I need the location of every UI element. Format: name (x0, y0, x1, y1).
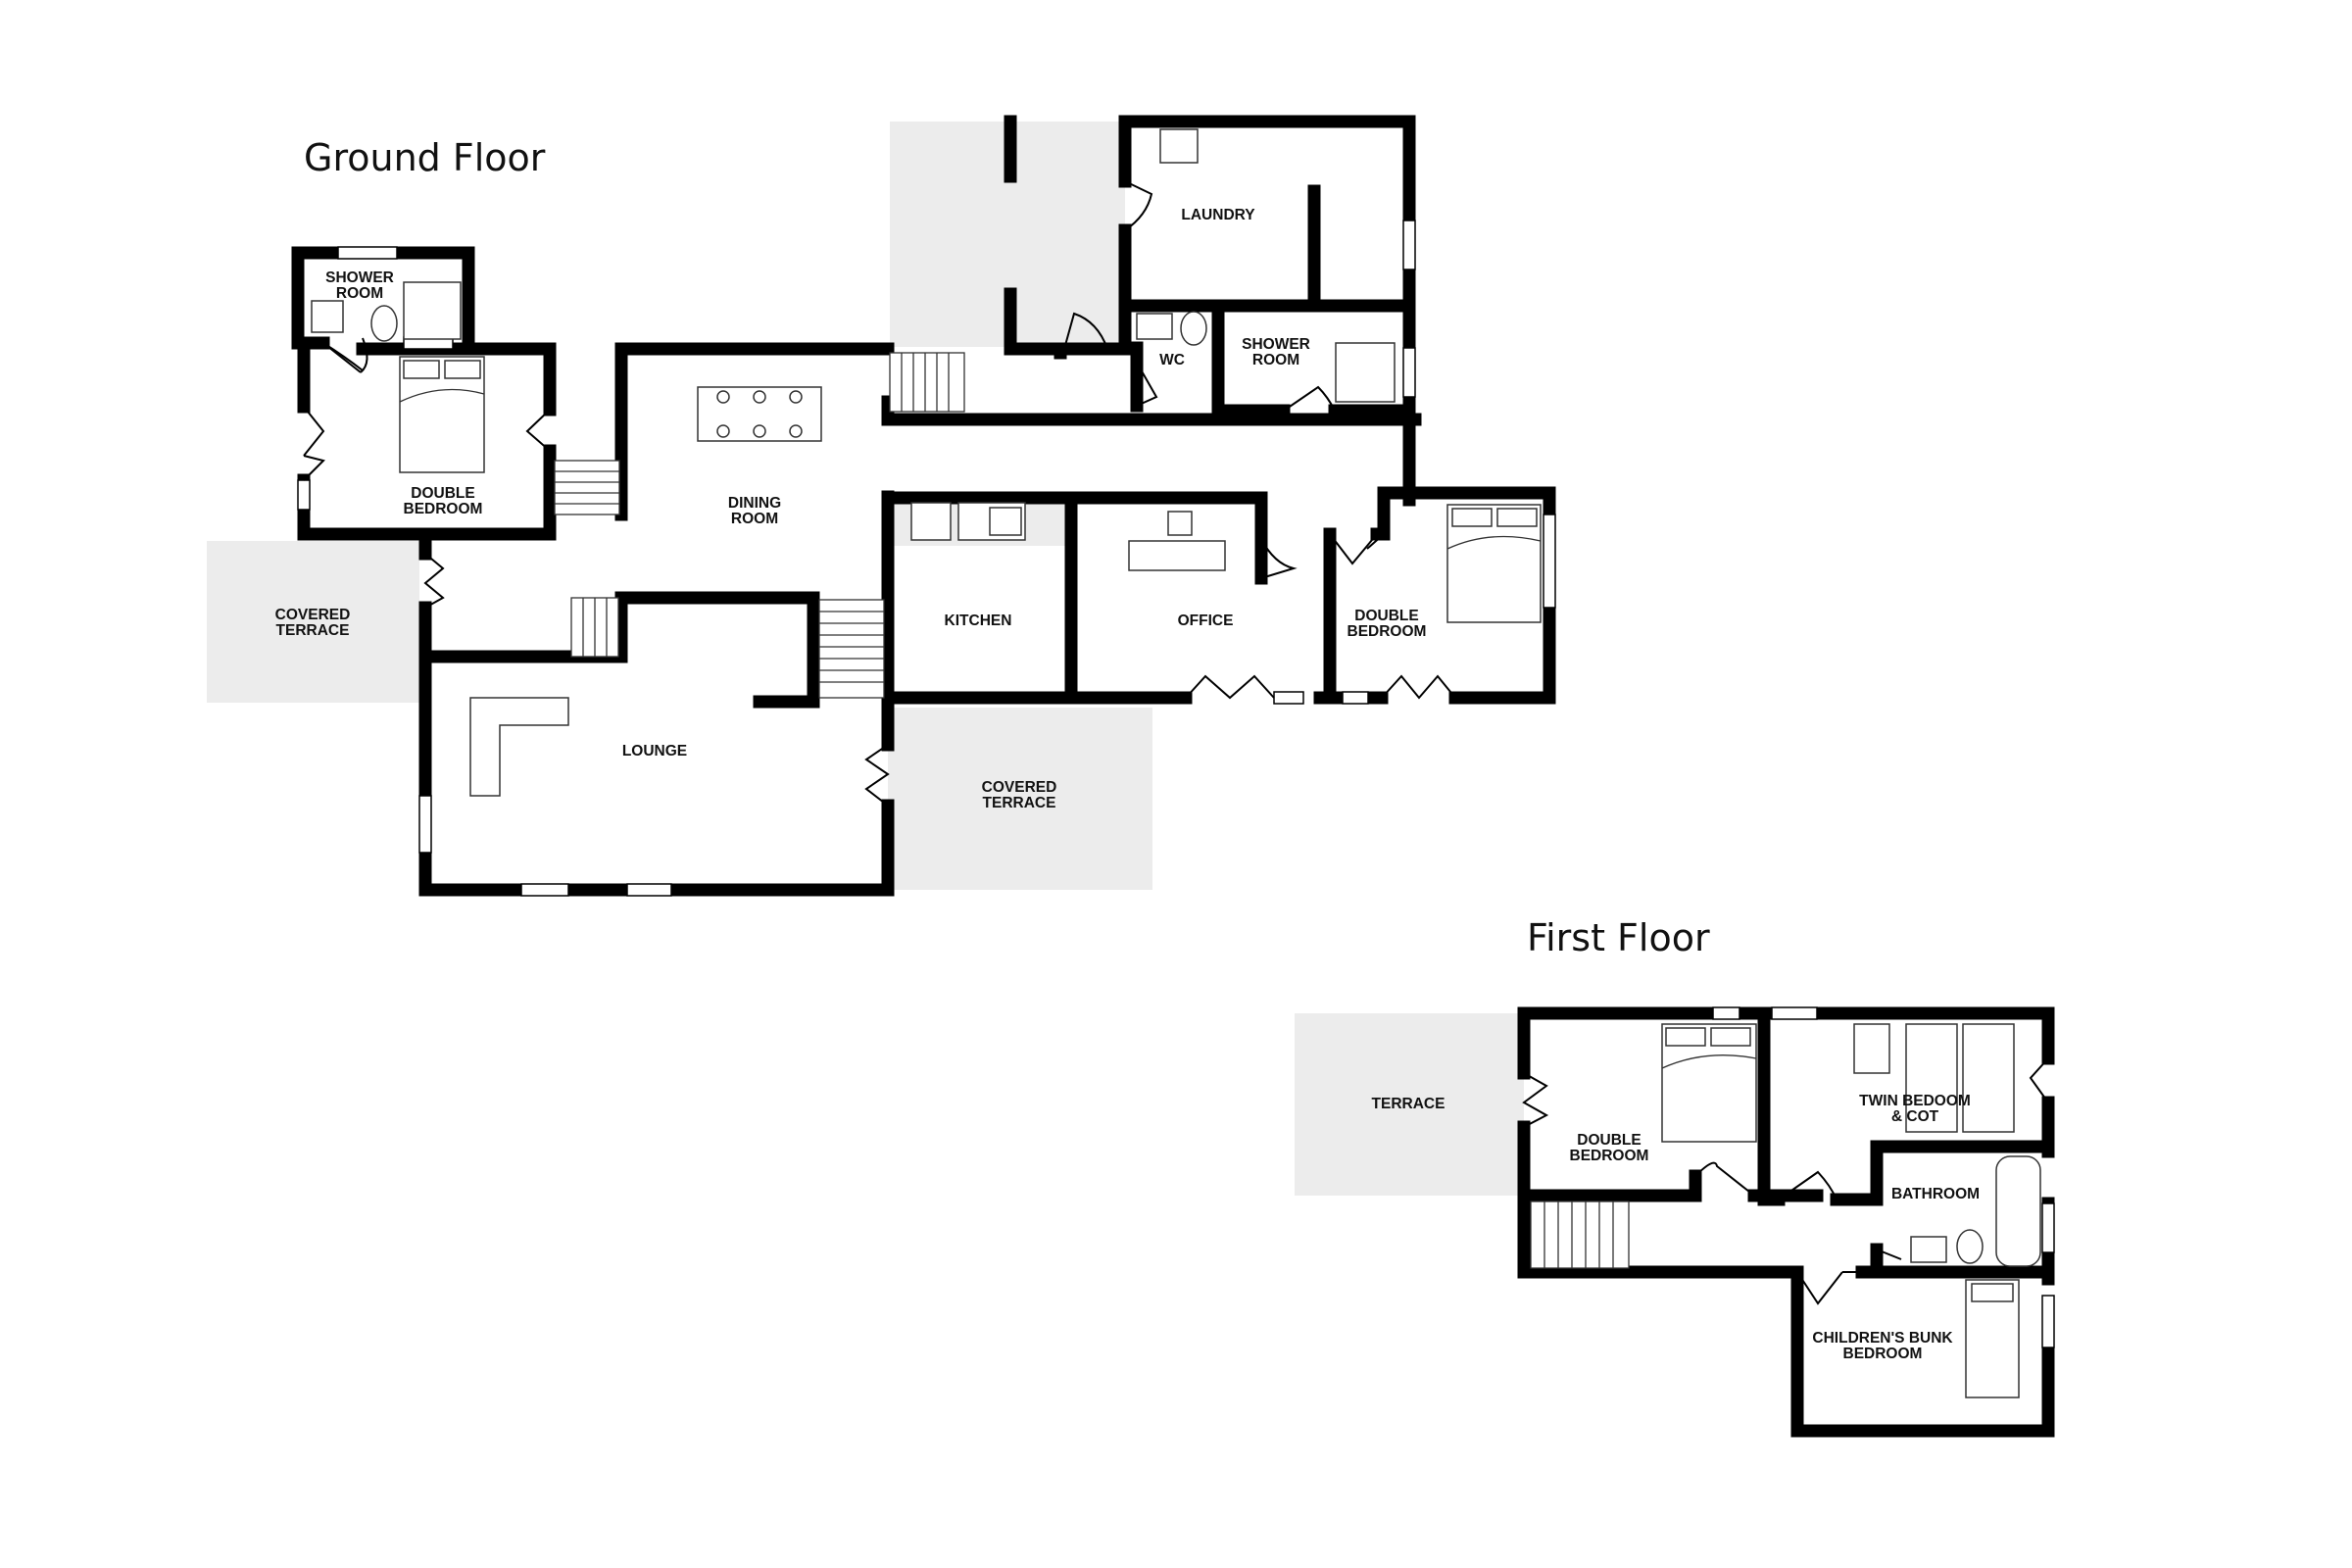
room-label-line: CHILDREN'S BUNK (1812, 1330, 1953, 1347)
covered-terrace-south-area (888, 708, 1152, 890)
toilet-icon (1180, 311, 1207, 346)
ground-floor-doors (303, 180, 1456, 807)
basin-icon (311, 300, 344, 333)
room-label-line: BEDROOM (1843, 1346, 1923, 1362)
dining-table-icon (697, 386, 822, 442)
room-label-twin-bedroom: TWIN BEDOOM& COT (1859, 1093, 1971, 1125)
bathtub-icon (1995, 1155, 2041, 1267)
room-label-line: COVERED (982, 779, 1057, 796)
first-floor-doors (1522, 1057, 2049, 1305)
room-label-line: TERRACE (983, 795, 1056, 811)
hob-and-sink-icon (910, 502, 1026, 541)
bed-icon (399, 356, 485, 473)
bed-icon (1661, 1023, 1757, 1143)
toilet-icon (370, 305, 398, 342)
room-label-line: LAUNDRY (1181, 207, 1255, 223)
room-label-line: BEDROOM (404, 501, 483, 517)
room-label-line: ROOM (1252, 352, 1299, 368)
room-label-line: SHOWER (1242, 336, 1310, 353)
ground-floor-stairs (554, 352, 965, 699)
room-label-lounge: LOUNGE (622, 743, 687, 760)
room-label-line: COVERED (275, 607, 351, 623)
room-label-bathroom: BATHROOM (1891, 1186, 1980, 1202)
room-label-line: DOUBLE (1577, 1132, 1641, 1149)
room-label-terrace: TERRACE (1372, 1096, 1446, 1112)
room-label-line: TERRACE (1372, 1096, 1446, 1112)
basin-icon (1136, 313, 1173, 340)
washing-machine-icon (1159, 128, 1199, 164)
first-floor-terrace-area (1295, 1013, 1524, 1196)
room-label-line: BEDROOM (1570, 1148, 1649, 1164)
room-label-line: OFFICE (1178, 612, 1234, 629)
bed-icon (1446, 504, 1542, 623)
floor-title-ground: Ground Floor (304, 136, 546, 179)
twin-beds-icon (1853, 1023, 2015, 1133)
room-label-line: SHOWER (325, 270, 394, 286)
room-label-laundry: LAUNDRY (1181, 207, 1255, 223)
bunk-bed-icon (1965, 1279, 2020, 1398)
room-label-line: DOUBLE (411, 485, 474, 502)
room-label-line: & COT (1891, 1108, 1939, 1125)
room-label-line: LOUNGE (622, 743, 687, 760)
toilet-icon (1956, 1229, 1984, 1264)
room-label-line: TWIN BEDOOM (1859, 1093, 1971, 1109)
covered-terrace-west-area (207, 541, 419, 703)
ground-floor-windows (297, 220, 1556, 897)
room-label-office: OFFICE (1178, 612, 1234, 629)
room-label-line: WC (1159, 352, 1185, 368)
ground-floor-furniture (311, 128, 1542, 797)
room-label-line: DINING (728, 495, 781, 512)
corner-sofa-icon (469, 697, 569, 797)
first-floor-stairs (1530, 1200, 1630, 1269)
first-floor-walls (1517, 1006, 2055, 1438)
desk-icon (1128, 511, 1226, 571)
first-floor-windows (1712, 1006, 2055, 1348)
ground-floor-walls (291, 115, 1556, 897)
room-label-line: DOUBLE (1354, 608, 1418, 624)
first-floor-furniture (1661, 1023, 2041, 1398)
room-label-line: BEDROOM (1348, 623, 1427, 640)
room-label-line: ROOM (731, 511, 778, 527)
room-label-line: ROOM (336, 285, 383, 302)
room-label-line: BATHROOM (1891, 1186, 1980, 1202)
room-label-wc: WC (1159, 352, 1185, 368)
room-label-line: KITCHEN (945, 612, 1012, 629)
terrace-areas (207, 122, 1524, 1196)
room-label-line: TERRACE (276, 622, 350, 639)
shower-tray-icon (1335, 342, 1396, 403)
shower-tray-icon (403, 281, 462, 340)
room-label-kitchen: KITCHEN (945, 612, 1012, 629)
floor-title-first: First Floor (1527, 916, 1710, 959)
basin-icon (1910, 1236, 1947, 1263)
